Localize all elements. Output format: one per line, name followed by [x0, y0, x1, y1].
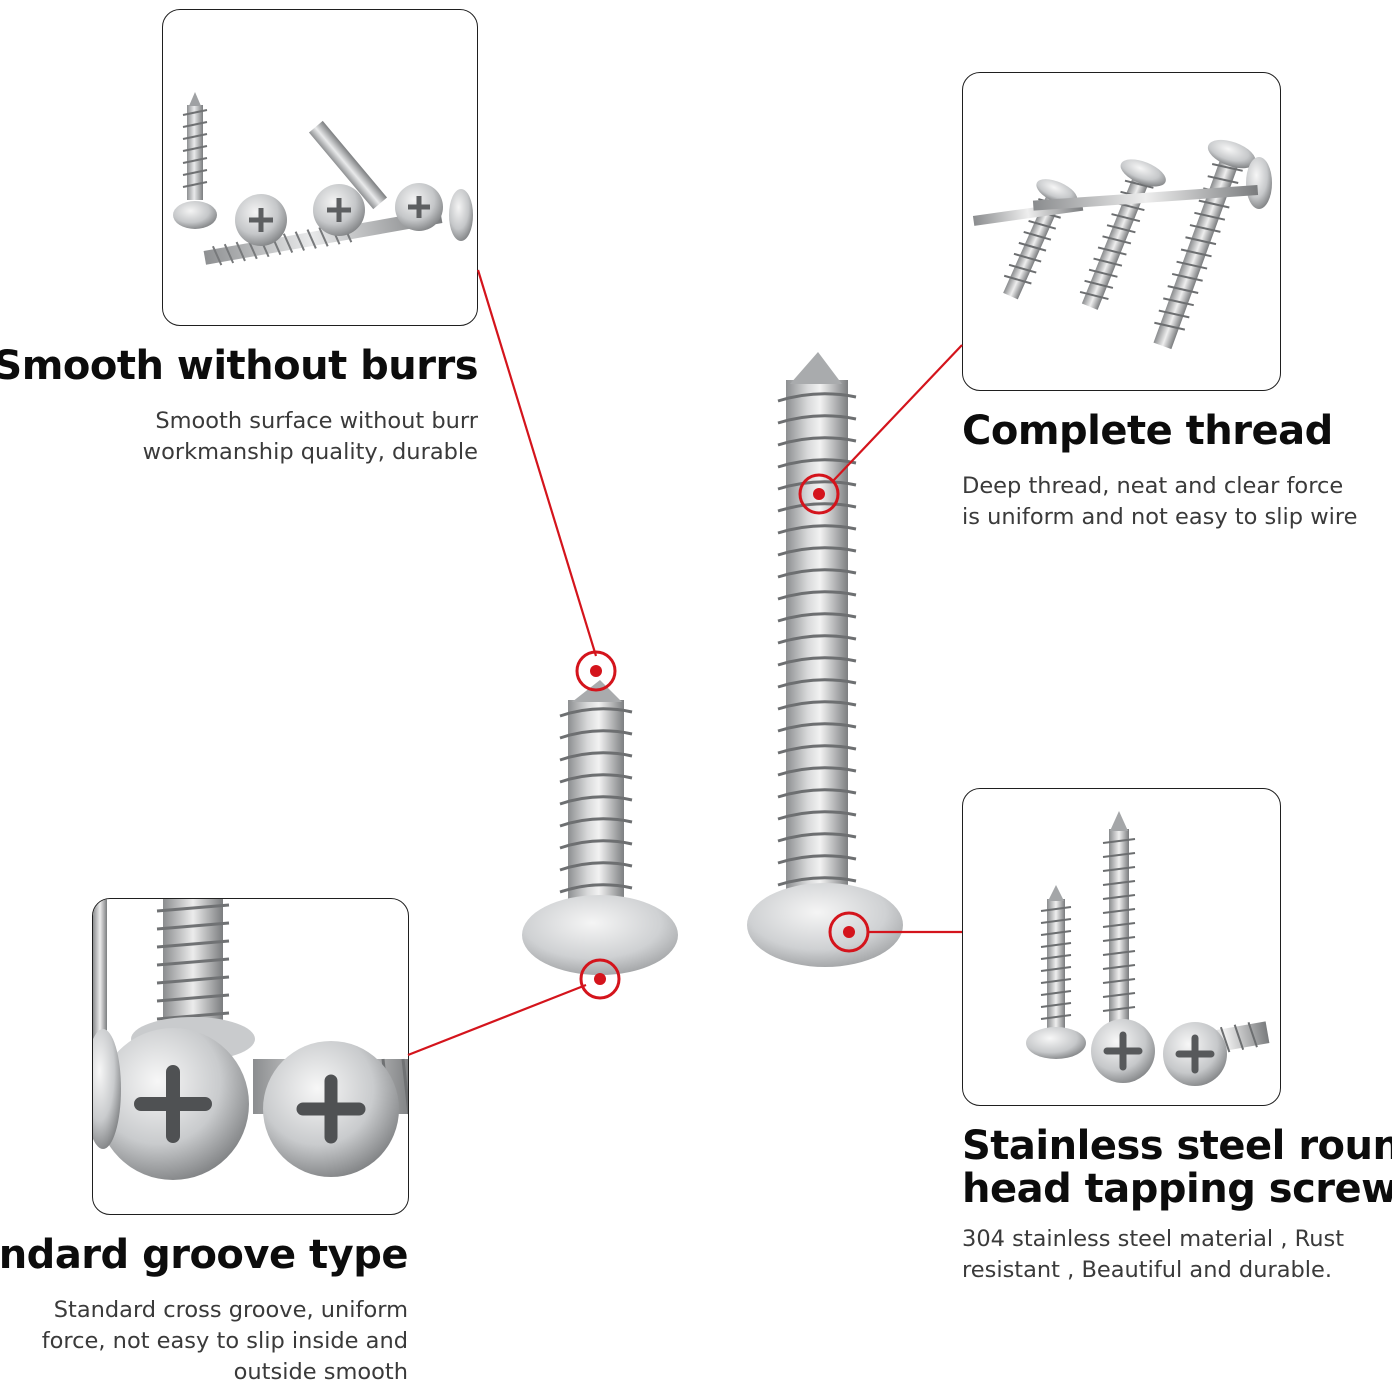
feature-desc-stainless-line2: resistant , Beautiful and durable.	[962, 1257, 1333, 1283]
marker-smooth	[575, 650, 617, 692]
feature-desc-stainless-line1: 304 stainless steel material , Rust	[962, 1226, 1345, 1252]
marker-stainless	[828, 911, 870, 953]
upright-screws-photo	[1026, 811, 1270, 1086]
feature-title-stainless-line1: Stainless steel round	[962, 1123, 1392, 1169]
screws-assortment-photo	[173, 92, 473, 266]
leader-groove	[407, 983, 587, 1057]
feature-desc-groove-line1: Standard cross groove, uniform	[53, 1297, 408, 1323]
feature-desc-groove-line3: outside smooth	[233, 1359, 408, 1385]
leader-thread	[832, 344, 963, 482]
photo-box-thread	[962, 72, 1281, 391]
photo-box-stainless	[962, 788, 1281, 1106]
marker-thread	[798, 473, 840, 515]
cross-head-closeup-photo	[93, 899, 408, 1180]
leader-smooth	[476, 269, 598, 657]
feature-title-stainless-line2: head tapping screws	[962, 1166, 1392, 1212]
tall-hero-screw	[747, 352, 903, 967]
three-screws-diagonal-photo	[972, 139, 1272, 350]
feature-desc-smooth-line1: Smooth surface without burr	[155, 408, 478, 434]
photo-box-smooth	[162, 9, 478, 326]
feature-title-smooth: Smooth without burrs	[0, 343, 478, 389]
feature-desc-thread-line2: is uniform and not easy to slip wire	[962, 504, 1358, 530]
feature-desc-groove-line2: force, not easy to slip inside and	[41, 1328, 408, 1354]
feature-desc-thread-line1: Deep thread, neat and clear force	[962, 473, 1344, 499]
feature-desc-smooth-line2: workmanship quality, durable	[142, 439, 478, 465]
short-hero-screw	[522, 680, 678, 975]
feature-title-groove: Standard groove type	[0, 1232, 408, 1278]
feature-title-thread: Complete thread	[962, 408, 1333, 454]
photo-box-groove	[92, 898, 409, 1215]
marker-groove	[579, 958, 621, 1000]
